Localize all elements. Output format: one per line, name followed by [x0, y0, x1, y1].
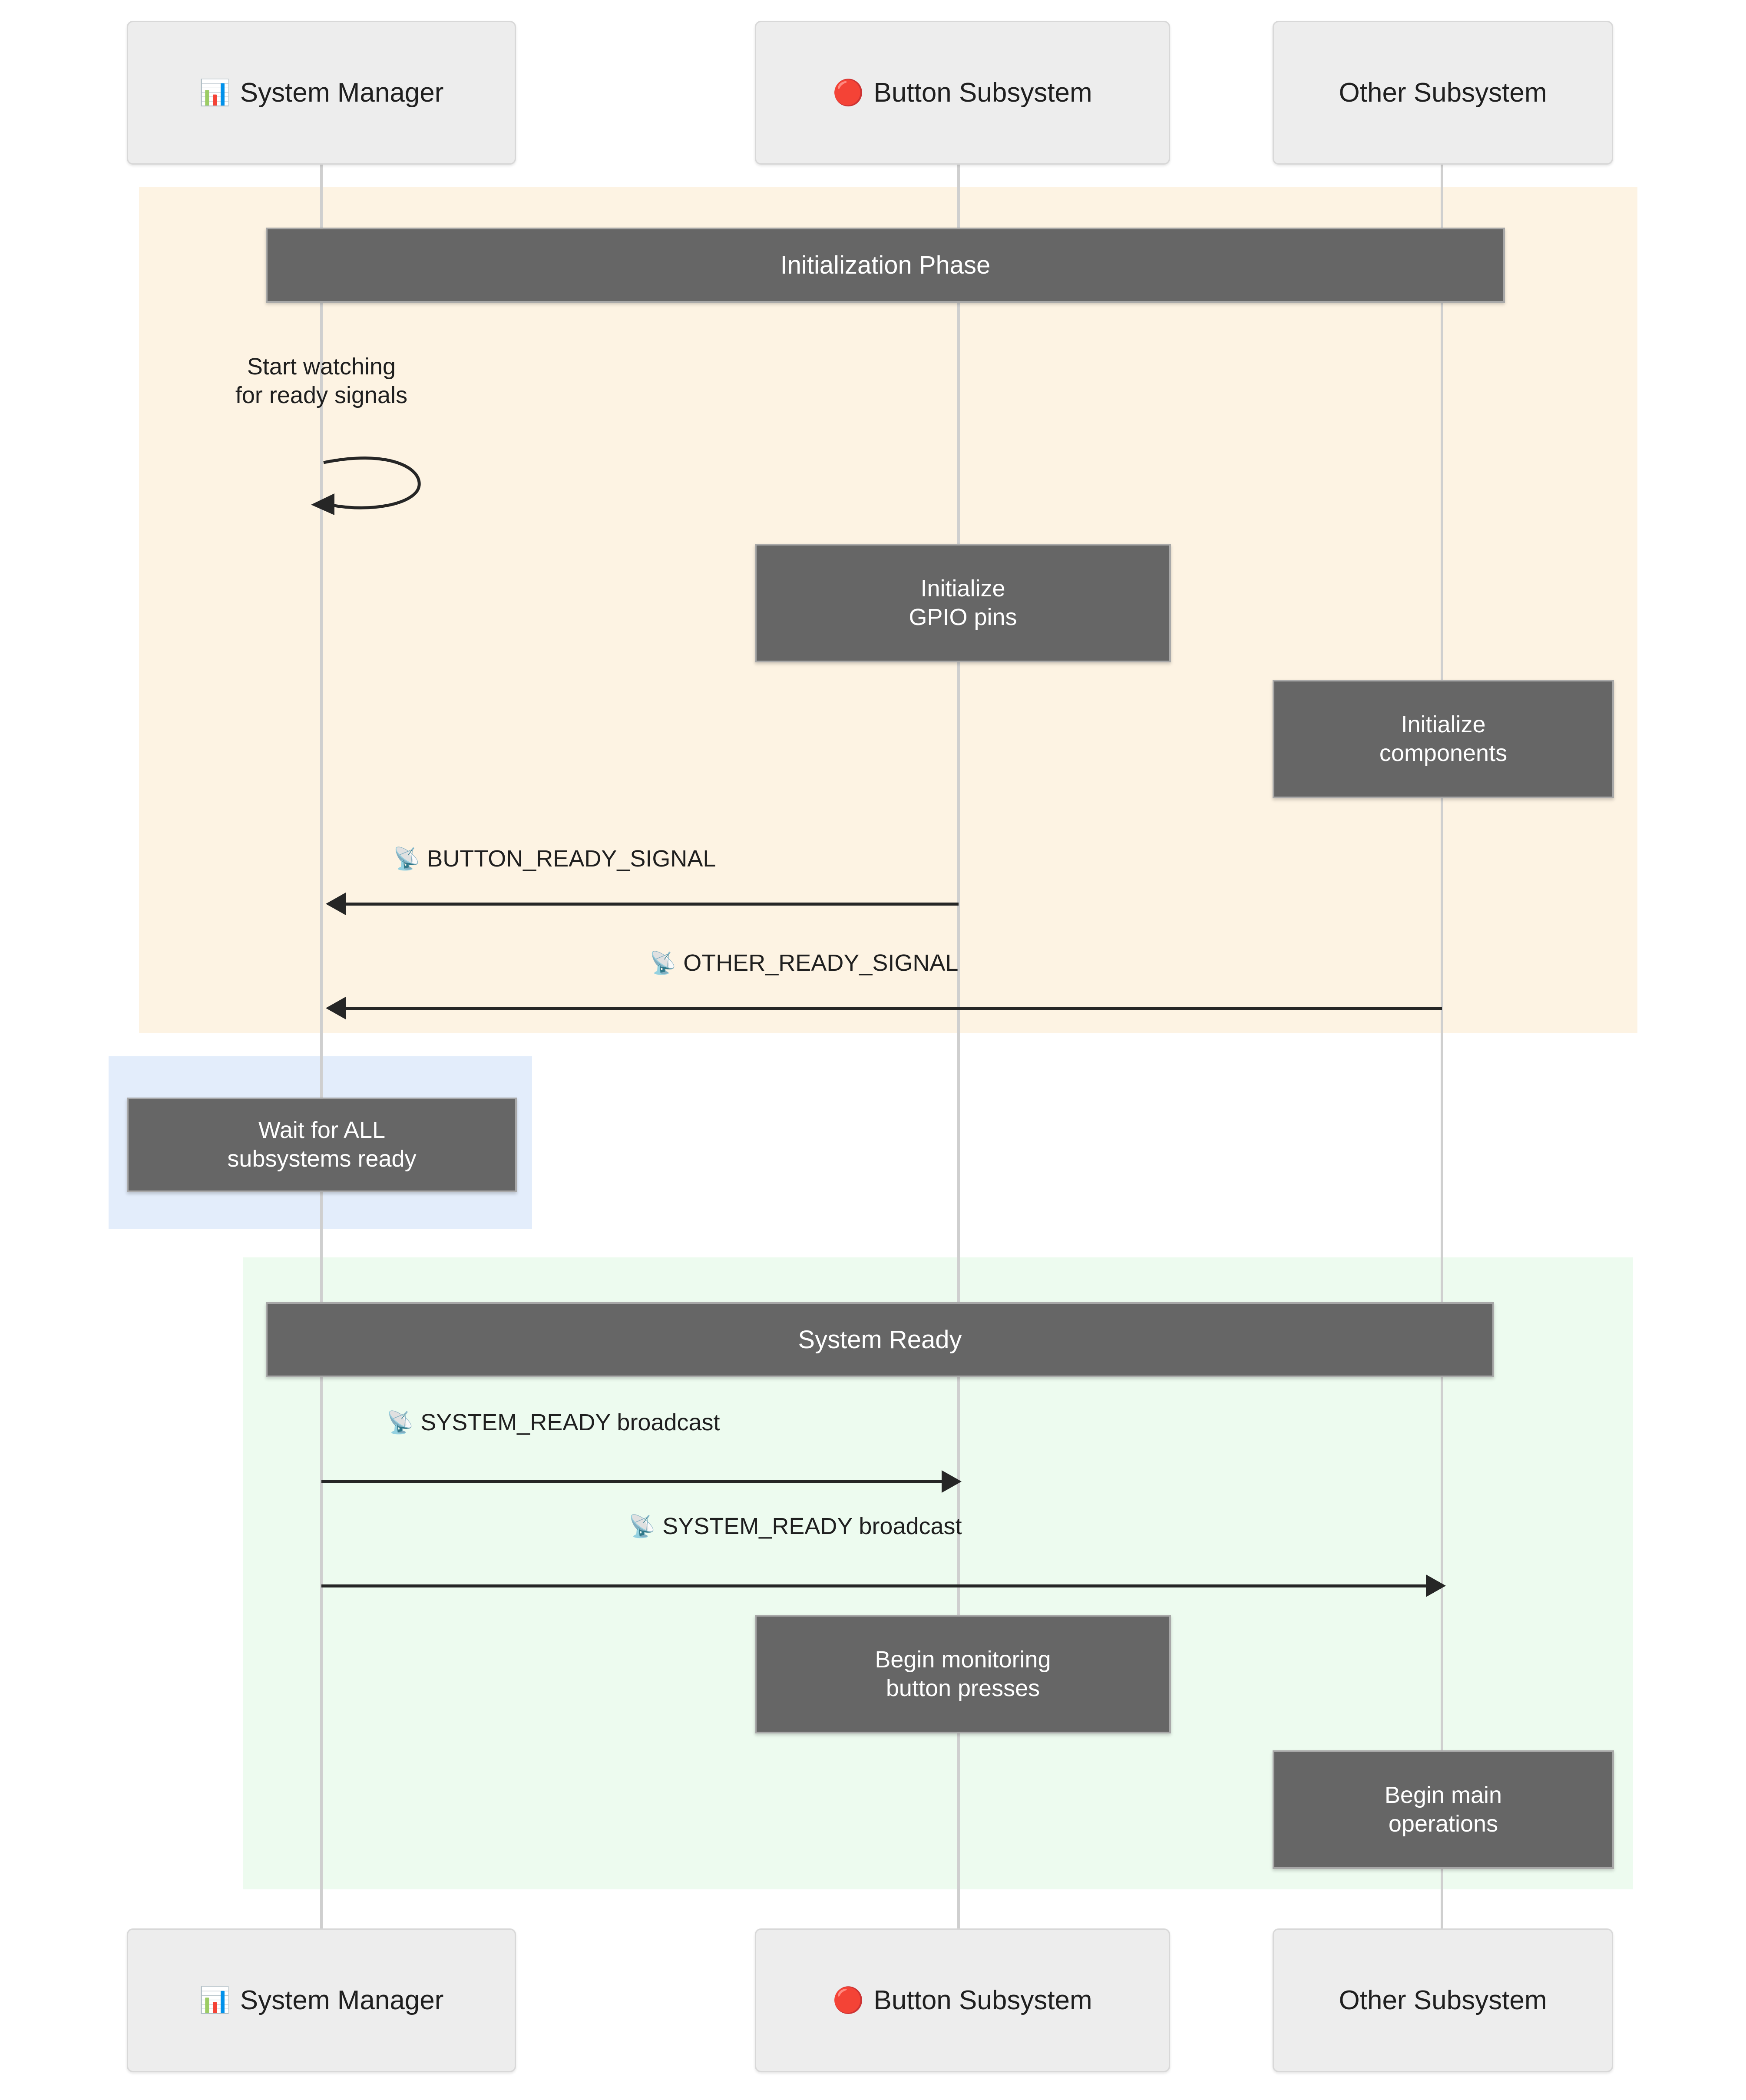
note-line-2: subsystems ready: [227, 1146, 417, 1172]
note-line-1: Initialize: [920, 575, 1005, 602]
participant-top-system-manager[interactable]: 📊 System Manager: [127, 21, 516, 165]
message-label-button-ready-signal: 📡 BUTTON_READY_SIGNAL: [393, 847, 716, 870]
participant-label: Other Subsystem: [1339, 77, 1547, 108]
bar-chart-icon: 📊: [199, 1986, 231, 2014]
participant-top-button-subsystem[interactable]: 🔴 Button Subsystem: [755, 21, 1170, 165]
arrowhead-other-ready-signal: [326, 997, 346, 1019]
participant-bottom-system-manager[interactable]: 📊 System Manager: [127, 1928, 516, 2072]
note-initialize-gpio: Initialize GPIO pins: [755, 544, 1171, 662]
arrowhead-system-ready-button: [942, 1470, 962, 1493]
satellite-antenna-icon: 📡: [387, 1410, 414, 1435]
message-line-system-ready-other: [321, 1584, 1427, 1587]
participant-bottom-button-subsystem[interactable]: 🔴 Button Subsystem: [755, 1928, 1170, 2072]
note-wait-all-subsystems: Wait for ALL subsystems ready: [127, 1098, 517, 1192]
participant-label: System Manager: [240, 77, 444, 108]
message-line-other-ready-signal: [329, 1007, 1442, 1010]
note-initialize-components: Initialize components: [1273, 680, 1614, 798]
note-begin-main-operations: Begin main operations: [1273, 1750, 1614, 1869]
satellite-antenna-icon: 📡: [649, 951, 677, 975]
message-line-button-ready-signal: [329, 903, 959, 906]
red-circle-icon: 🔴: [833, 78, 864, 107]
satellite-antenna-icon: 📡: [628, 1514, 656, 1538]
note-begin-monitoring: Begin monitoring button presses: [755, 1615, 1171, 1733]
participant-top-other-subsystem[interactable]: Other Subsystem: [1273, 21, 1613, 165]
phase-banner-system-ready: System Ready: [266, 1302, 1494, 1377]
self-message-line-1: Start watching: [247, 354, 396, 380]
message-label-other-ready-signal: 📡 OTHER_READY_SIGNAL: [649, 951, 958, 975]
self-message-line-2: for ready signals: [235, 382, 408, 408]
note-line-1: Begin main: [1384, 1782, 1502, 1808]
phase-banner-label: System Ready: [798, 1325, 962, 1354]
lifeline-button-subsystem: [957, 161, 960, 1931]
message-label-system-ready-other: 📡 SYSTEM_READY broadcast: [628, 1515, 962, 1538]
message-label-system-ready-button: 📡 SYSTEM_READY broadcast: [387, 1411, 720, 1434]
participant-label: System Manager: [240, 1985, 444, 2015]
arrowhead-button-ready-signal: [326, 893, 346, 915]
arrowhead-system-ready-other: [1426, 1574, 1446, 1597]
note-line-1: Wait for ALL: [258, 1117, 386, 1144]
self-message-label-start-watching: Start watching for ready signals: [150, 353, 493, 410]
lifeline-system-manager: [320, 161, 323, 1931]
note-line-2: button presses: [886, 1675, 1040, 1701]
participant-label: Other Subsystem: [1339, 1985, 1547, 2015]
message-text: OTHER_READY_SIGNAL: [683, 950, 959, 976]
participant-label: Button Subsystem: [873, 1985, 1092, 2015]
message-text: SYSTEM_READY broadcast: [662, 1513, 962, 1539]
red-circle-icon: 🔴: [833, 1986, 864, 2014]
note-line-1: Begin monitoring: [875, 1646, 1051, 1673]
message-line-system-ready-button: [321, 1480, 942, 1483]
phase-banner-initialization: Initialization Phase: [266, 228, 1505, 303]
note-line-2: components: [1379, 740, 1508, 766]
message-text: BUTTON_READY_SIGNAL: [427, 846, 716, 872]
participant-label: Button Subsystem: [873, 77, 1092, 108]
self-loop-arrow: [311, 456, 421, 515]
lifeline-other-subsystem: [1441, 161, 1443, 1931]
bar-chart-icon: 📊: [199, 78, 231, 107]
note-line-2: GPIO pins: [909, 604, 1017, 630]
satellite-antenna-icon: 📡: [393, 847, 420, 871]
message-text: SYSTEM_READY broadcast: [420, 1409, 720, 1435]
note-line-2: operations: [1388, 1810, 1498, 1837]
note-line-1: Initialize: [1401, 711, 1486, 737]
participant-bottom-other-subsystem[interactable]: Other Subsystem: [1273, 1928, 1613, 2072]
phase-banner-label: Initialization Phase: [780, 251, 991, 279]
